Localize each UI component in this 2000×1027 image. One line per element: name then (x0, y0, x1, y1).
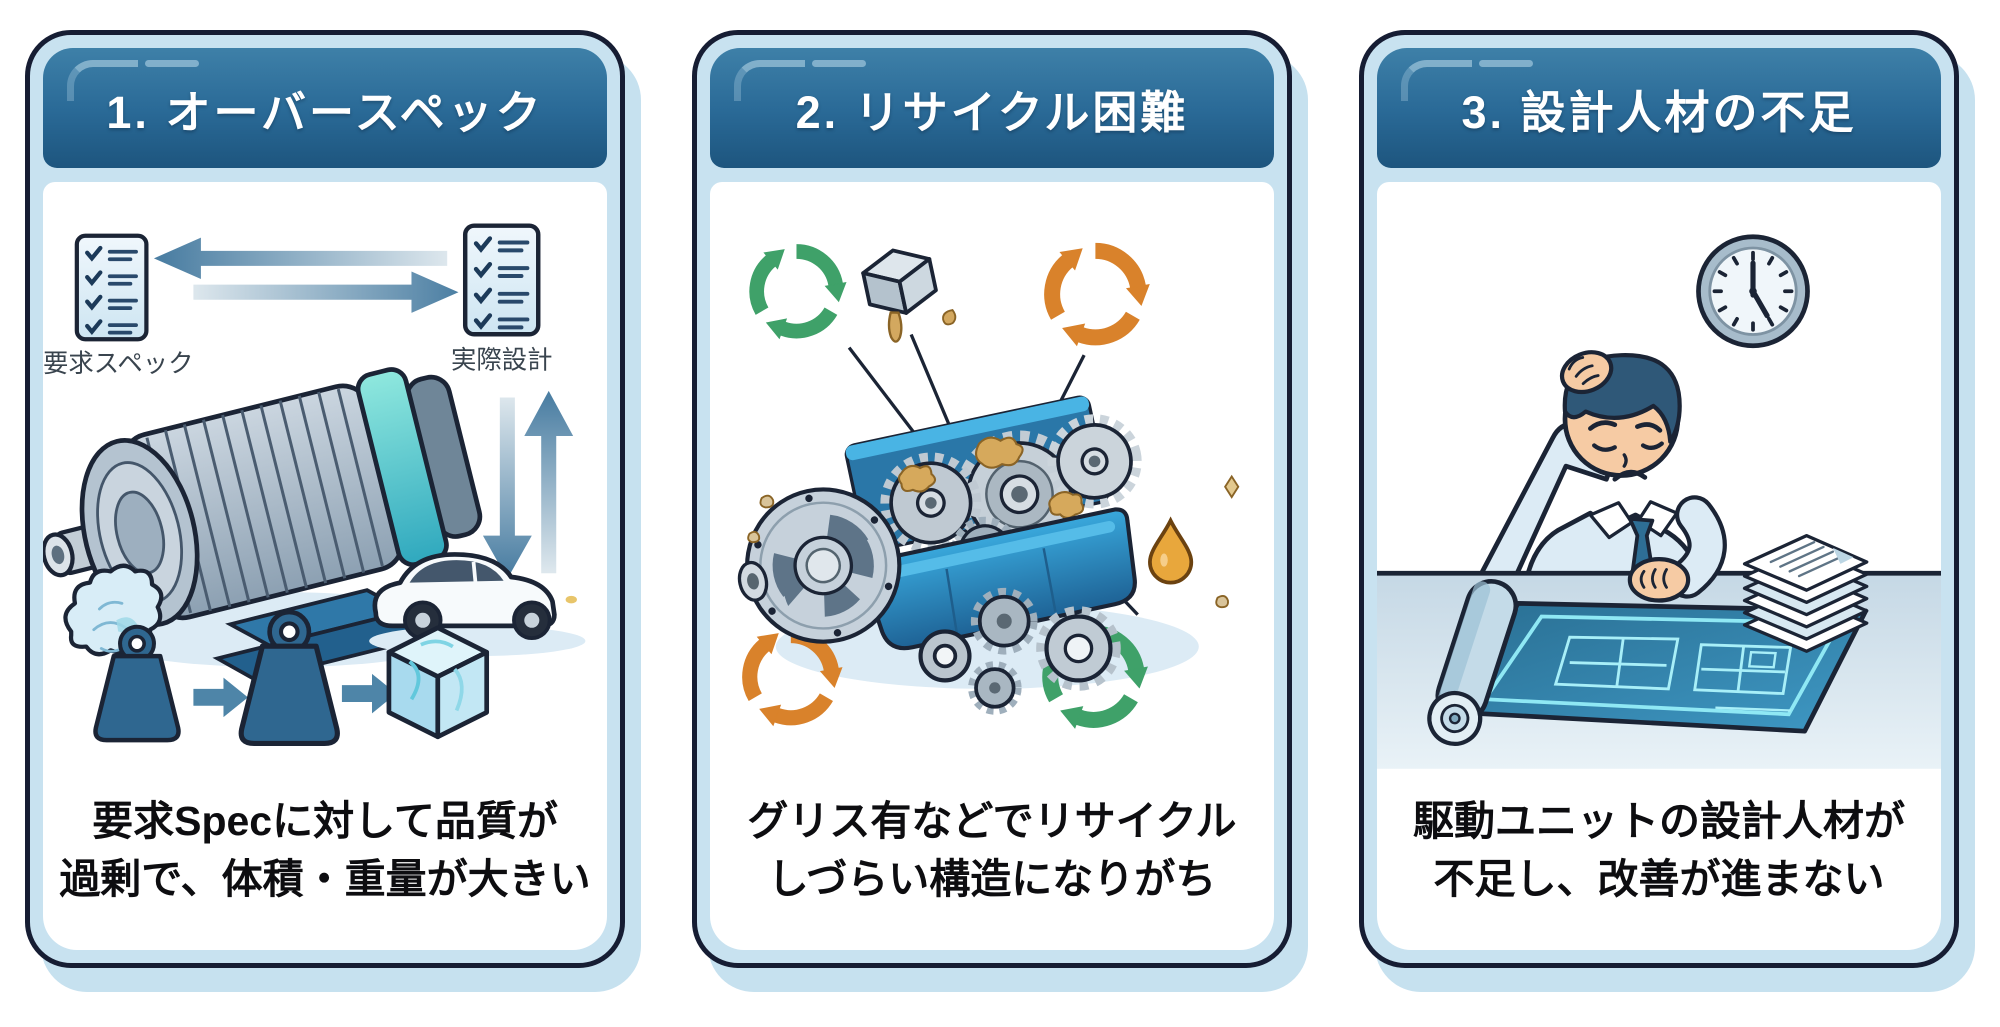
recycle-icon-orange (1031, 242, 1149, 362)
recycle-illustration-svg (710, 182, 1240, 792)
checklist-icon-left (77, 236, 147, 339)
caption-line-2: しづらい構造になりがち (767, 855, 1217, 902)
caption-line-2: 不足し、改善が進まない (1433, 855, 1885, 902)
recycle-icon-green (737, 243, 846, 353)
card-overspec: 1. オーバースペック (25, 30, 625, 968)
grease-drip-small (942, 309, 957, 326)
resting-arm (1627, 495, 1727, 603)
metal-block-icon (861, 248, 938, 343)
swap-arrows-icon (153, 237, 459, 313)
card-design-talent-caption: 駆動ユニットの設計人材が 不足し、改善が進まない (1377, 792, 1941, 950)
overspec-illustration-svg: 要求スペック 実際設計 (43, 182, 586, 792)
small-gears-icon (918, 587, 1121, 715)
card-recycle-body: グリス有などでリサイクル しづらい構造になりがち (710, 182, 1274, 950)
wall-clock-icon (1696, 234, 1810, 349)
blueprint-roll (1427, 579, 1519, 746)
card-title: 1. オーバースペック (106, 86, 544, 138)
card-recycle-header: 2. リサイクル困難 (710, 48, 1274, 168)
card-design-talent-header: 3. 設計人材の不足 (1377, 48, 1941, 168)
header-shine (67, 60, 138, 101)
recycle-illustration (710, 182, 1274, 792)
gearbox-cutaway-icon (737, 395, 1142, 651)
blueprint-icon (1427, 579, 1869, 746)
card-recycle-caption: グリス有などでリサイクル しづらい構造になりがち (710, 792, 1274, 950)
card-overspec-header: 1. オーバースペック (43, 48, 607, 168)
right-checklist-label: 実際設計 (451, 346, 553, 374)
gear-right (1047, 414, 1142, 509)
debris-specks (747, 474, 1240, 609)
header-shine-dash (812, 60, 866, 67)
caption-line-1: 要求Specに対して品質が (92, 797, 558, 844)
card-design-talent-body: 駆動ユニットの設計人材が 不足し、改善が進まない (1377, 182, 1941, 950)
header-shine (734, 60, 805, 101)
card-title: 3. 設計人材の不足 (1461, 86, 1857, 138)
card-design-talent: 3. 設計人材の不足 (1359, 30, 1959, 968)
caption-line-2: 過剰で、体積・重量が大きい (59, 855, 591, 902)
hand-on-head (1559, 350, 1614, 395)
paper-stack-icon (1742, 534, 1869, 653)
card-overspec-caption: 要求Specに対して品質が 過剰で、体積・重量が大きい (43, 792, 607, 950)
caption-line-1: グリス有などでリサイクル (747, 797, 1237, 844)
card-overspec-body: 要求スペック 実際設計 (43, 182, 607, 950)
header-shine (1401, 60, 1472, 101)
talent-illustration-svg (1377, 234, 1941, 769)
talent-illustration (1377, 182, 1941, 792)
left-checklist-label: 要求スペック (43, 350, 193, 378)
header-shine-dash (1479, 60, 1533, 67)
oil-drop-icon (1148, 516, 1194, 585)
caption-line-1: 駆動ユニットの設計人材が (1413, 797, 1905, 844)
header-shine-dash (145, 60, 199, 67)
checklist-icon-right (465, 226, 538, 335)
arrow-right-icon (193, 677, 248, 718)
overspec-illustration: 要求スペック 実際設計 (43, 182, 607, 792)
glass-cube-icon (386, 625, 490, 740)
card-recycle-difficulty: 2. リサイクル困難 (692, 30, 1292, 968)
card-title: 2. リサイクル困難 (795, 86, 1189, 138)
up-down-arrows-icon (482, 390, 574, 579)
